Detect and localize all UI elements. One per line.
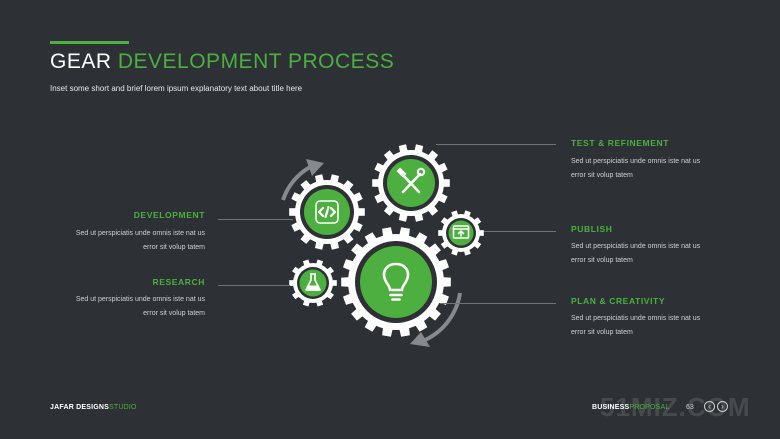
title-accent-bar <box>50 41 129 44</box>
page-title-part1: GEAR <box>50 50 112 73</box>
development-text-line1: Sed ut perspiciatis unde omnis iste nat … <box>75 230 205 237</box>
publish-label: PUBLISH <box>571 224 613 234</box>
plan-creativity-text-line2: error sit volup tatem <box>571 329 633 336</box>
page-title: GEAR DEVELOPMENT PROCESS <box>50 50 394 74</box>
publish-text-line2: error sit volup tatem <box>571 257 633 264</box>
test-refinement-connector <box>436 144 556 145</box>
footer-brand-bold: JAFAR DESIGNS <box>50 404 109 411</box>
development-text-line2: error sit volup tatem <box>143 244 205 251</box>
test-refinement-label: TEST & REFINEMENT <box>571 138 670 148</box>
test-refinement-gear <box>372 144 450 222</box>
publish-text-line1: Sed ut perspiciatis unde omnis iste nat … <box>571 243 701 250</box>
development-gear <box>289 174 365 250</box>
test-refinement-text-line1: Sed ut perspiciatis unde omnis iste nat … <box>571 158 701 165</box>
flask-icon <box>305 273 321 291</box>
research-text-line1: Sed ut perspiciatis unde omnis iste nat … <box>75 296 205 303</box>
development-label: DEVELOPMENT <box>133 210 205 220</box>
chevron-left-icon[interactable]: ‹ <box>704 401 715 412</box>
publish-connector <box>484 231 556 232</box>
footer-doc-bold: BUSINESS <box>592 404 630 411</box>
development-connector <box>218 219 293 220</box>
lightbulb-icon <box>382 262 410 301</box>
research-connector <box>218 285 290 286</box>
chevron-right-icon[interactable]: › <box>717 401 728 412</box>
page-title-part2: DEVELOPMENT PROCESS <box>117 50 395 73</box>
tools-icon <box>396 167 426 194</box>
publish-gear <box>438 210 484 256</box>
plan-creativity-gear <box>341 227 451 337</box>
test-refinement-text-line2: error sit volup tatem <box>571 172 633 179</box>
plan-creativity-connector <box>440 303 556 304</box>
footer-doc-type: BUSINESSPROPOSAL <box>592 404 670 411</box>
publish-icon <box>452 225 470 239</box>
plan-creativity-label: PLAN & CREATIVITY <box>571 296 666 306</box>
plan-creativity-text-line1: Sed ut perspiciatis unde omnis iste nat … <box>571 315 701 322</box>
research-text-line2: error sit volup tatem <box>143 310 205 317</box>
code-icon <box>315 200 339 224</box>
footer-brand-light: STUDIO <box>109 404 137 411</box>
page-number: 63 <box>686 404 694 411</box>
research-label: RESEARCH <box>152 277 205 287</box>
research-gear <box>289 259 337 307</box>
rotation-arrow-bottom-right <box>410 292 462 347</box>
footer-brand: JAFAR DESIGNSSTUDIO <box>50 404 137 411</box>
rotation-arrow-top-left <box>281 159 324 201</box>
footer-doc-light: PROPOSAL <box>629 404 670 411</box>
page-subtitle: Inset some short and brief lorem ipsum e… <box>50 84 303 93</box>
